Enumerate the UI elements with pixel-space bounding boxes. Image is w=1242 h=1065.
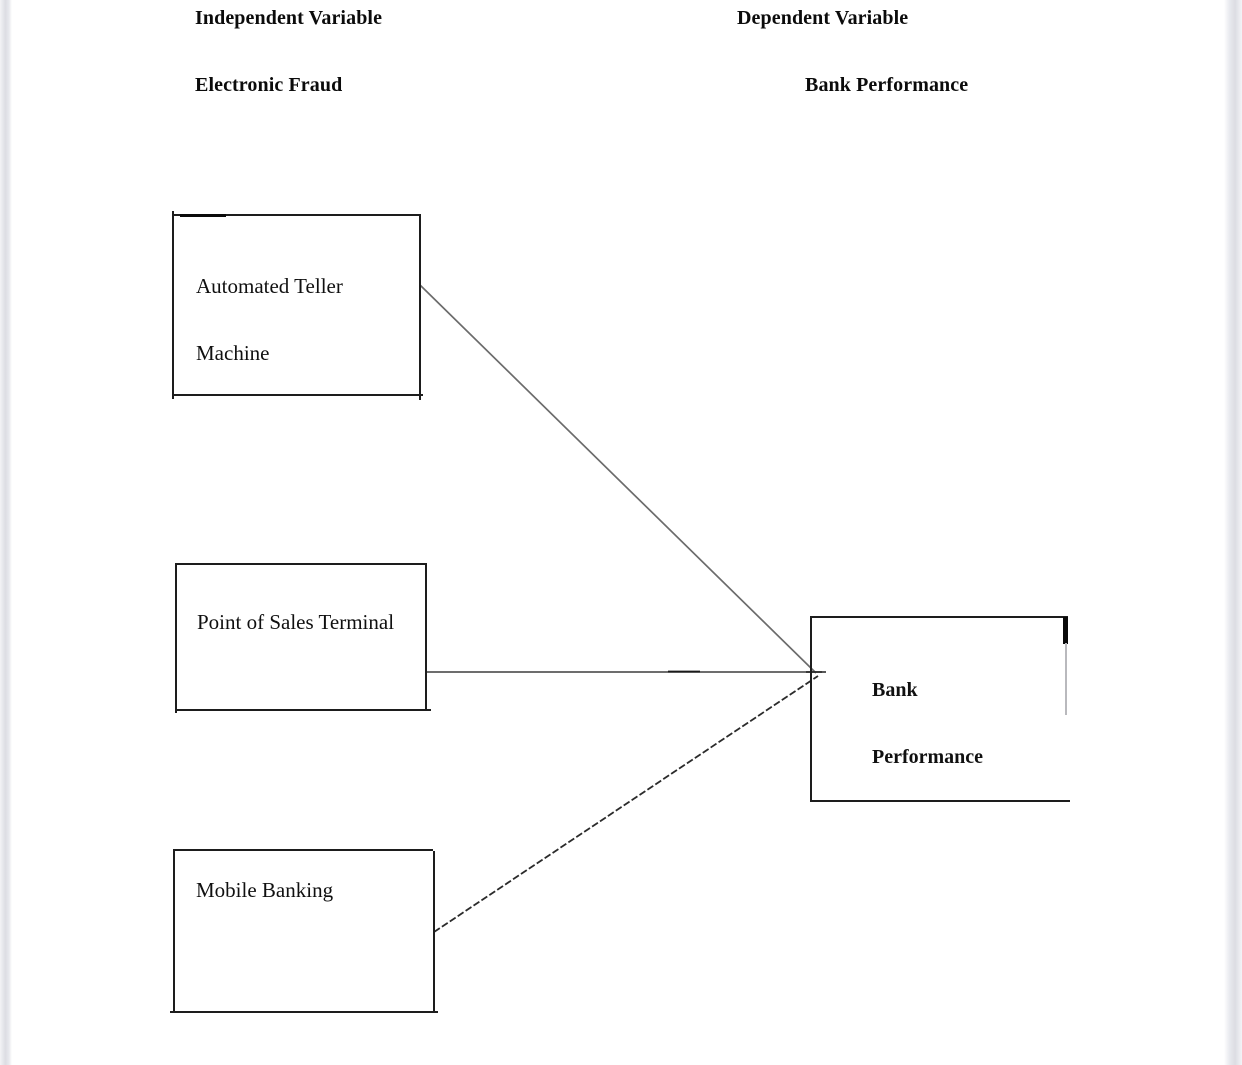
node-bank-edge-bottom xyxy=(810,800,1070,802)
connector-mobile-to-bank xyxy=(433,675,819,933)
node-atm-label-line1: Automated Teller xyxy=(196,274,343,298)
node-bank-label-line1: Bank xyxy=(872,679,918,701)
heading-electronic-fraud: Electronic Fraud xyxy=(195,74,343,96)
node-mobile-edge-right xyxy=(433,851,435,1011)
node-mobile-label-line1: Mobile Banking xyxy=(196,878,334,902)
heading-dependent-variable: Dependent Variable xyxy=(737,7,909,29)
node-mobile-edge-top xyxy=(173,849,433,851)
node-atm-edge-top-artifact xyxy=(180,214,226,218)
node-bank-edge-left xyxy=(810,616,812,802)
node-bank-performance[interactable]: Bank Performance xyxy=(810,616,1070,802)
node-bank-edge-top xyxy=(810,616,1068,618)
node-mobile-banking[interactable]: Mobile Banking xyxy=(170,849,438,1013)
node-atm-edge-top xyxy=(172,214,421,216)
node-pos-edge-top xyxy=(175,563,425,565)
node-atm-edge-left xyxy=(172,211,174,399)
node-automated-teller-machine[interactable]: Automated Teller Machine xyxy=(172,211,423,400)
node-atm-label-line2: Machine xyxy=(196,341,270,365)
connector-atm-to-bank xyxy=(419,284,817,674)
node-bank-edge-right-artifact xyxy=(1063,617,1068,644)
node-mobile-edge-bottom xyxy=(170,1011,438,1013)
node-bank-edge-right xyxy=(1065,643,1067,715)
heading-independent-variable: Independent Variable xyxy=(195,7,383,29)
node-pos-edge-left xyxy=(175,563,177,713)
node-atm-edge-bottom xyxy=(172,394,423,396)
node-pos-label-line1: Point of Sales Terminal xyxy=(197,610,395,634)
node-point-of-sales-terminal[interactable]: Point of Sales Terminal xyxy=(175,563,431,713)
node-bank-label-line2: Performance xyxy=(872,746,984,768)
node-mobile-edge-left xyxy=(173,849,175,1013)
node-pos-edge-bottom xyxy=(175,709,431,711)
node-pos-edge-right xyxy=(425,563,427,711)
node-atm-edge-right xyxy=(419,214,421,400)
heading-bank-performance: Bank Performance xyxy=(805,74,969,96)
